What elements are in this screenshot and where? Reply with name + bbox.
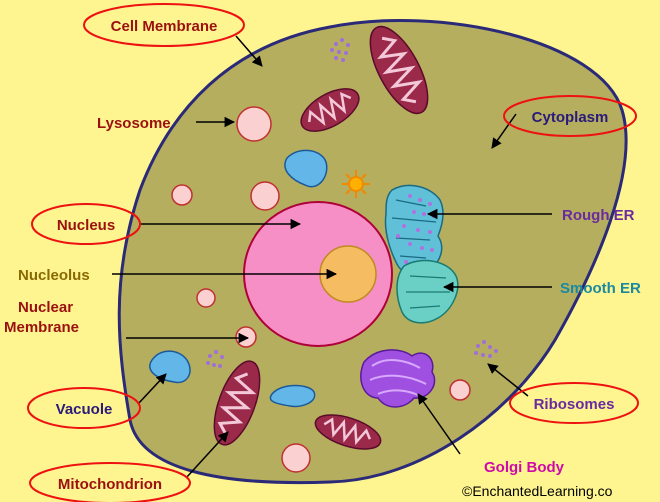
- label-nuclear-membrane-line1: Nuclear: [18, 299, 73, 316]
- label-cytoplasm: Cytoplasm: [532, 109, 609, 126]
- label-rough-er: Rough ER: [562, 207, 635, 224]
- credit-text: ©EnchantedLearning.co: [462, 483, 613, 499]
- label-nucleolus: Nucleolus: [18, 267, 90, 284]
- label-mitochondrion: Mitochondrion: [58, 476, 162, 493]
- label-nuclear-membrane-line2: Membrane: [4, 319, 79, 336]
- label-vacuole: Vacuole: [56, 401, 113, 418]
- label-smooth-er: Smooth ER: [560, 280, 641, 297]
- label-ribosomes: Ribosomes: [534, 396, 615, 413]
- label-lysosome: Lysosome: [97, 115, 171, 132]
- label-nucleus: Nucleus: [57, 217, 115, 234]
- label-golgi-body: Golgi Body: [484, 459, 565, 476]
- label-cell-membrane: Cell Membrane: [111, 18, 218, 35]
- centrosome: [342, 170, 370, 198]
